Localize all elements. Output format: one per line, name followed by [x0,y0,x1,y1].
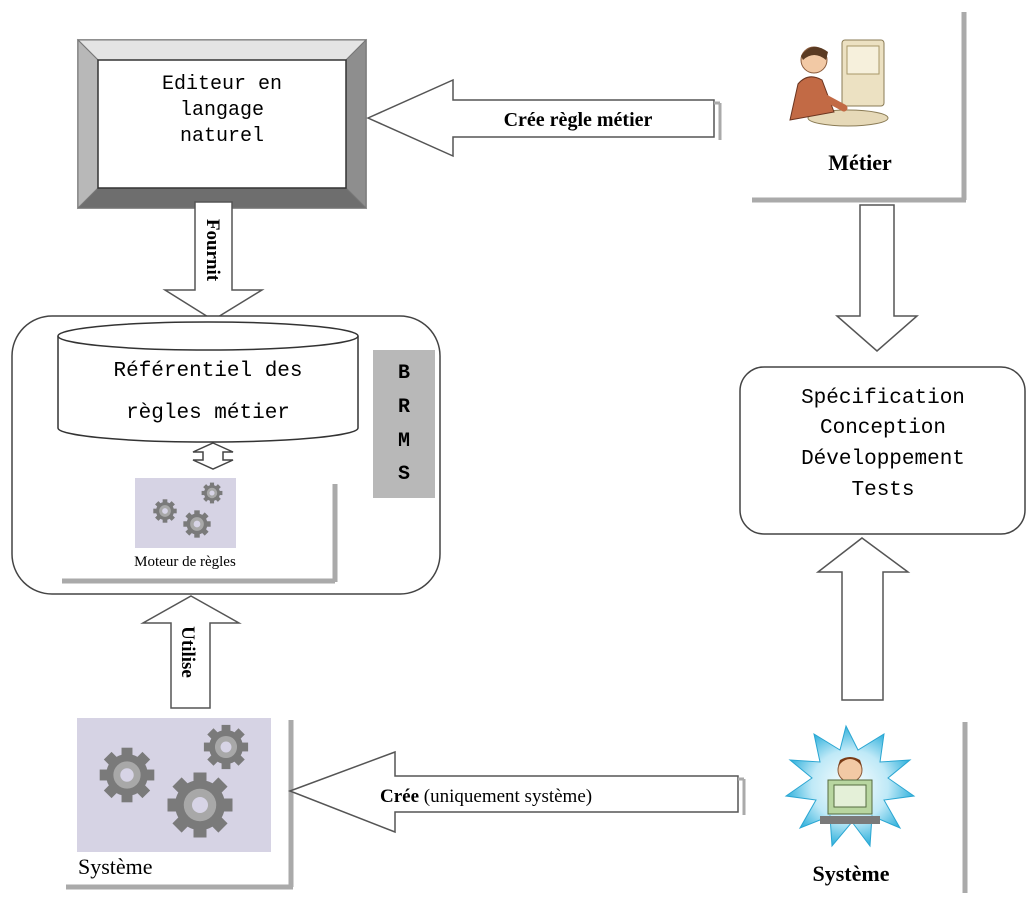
system-left-label: Système [78,854,153,879]
system-right-label: Système [813,861,890,886]
arrow-create-rule: Crée règle métier [366,78,722,158]
process-step-tests: Tests [851,479,914,502]
process-step-development: Développement [801,448,965,471]
arrow-creates-bold: Crée [380,786,419,807]
editor-title-line2: langage [180,99,264,122]
brms-label-panel [373,350,435,498]
developer-at-computer-icon [784,724,916,848]
rules-engine: Moteur de règles [134,478,236,570]
arrow-system-to-process [815,537,911,701]
system-right: Système [784,722,968,893]
business-label: Métier [828,150,892,175]
arrow-creates-system: Crée (uniquement système) [287,750,746,834]
system-left: Système [66,718,294,890]
editor-title-line3: naturel [180,125,264,148]
repository-line2: règles métier [126,402,290,425]
process-step-specification: Spécification [801,387,965,410]
editor-box: Editeur en langage naturel [76,38,368,210]
editor-title-line1: Editeur en [162,73,282,96]
brms-letter-r: R [398,396,410,419]
arrow-create-rule-label: Crée règle métier [504,109,653,131]
arrow-provides-label: Fournit [202,219,223,282]
business-actor: Métier [752,12,967,203]
process-step-conception: Conception [820,417,946,440]
development-process-box: Spécification Conception Développement T… [739,366,1026,535]
arrow-creates-system-label: Crée (uniquement système) [380,786,592,807]
brms-letter-m: M [398,430,410,453]
brms-letter-b: B [398,362,410,385]
arrow-uses-label: Utilise [177,626,198,678]
rules-repository: Référentiel des règles métier [57,321,359,443]
arrow-provides: Fournit [162,201,265,321]
arrow-uses: Utilise [140,595,242,709]
brms-letter-s: S [398,463,410,486]
arrow-business-to-process [835,204,919,352]
repository-engine-double-arrow [192,442,234,470]
arrow-creates-rest: (uniquement système) [419,786,592,807]
rules-engine-label: Moteur de règles [134,554,236,570]
business-person-at-computer-icon [789,39,889,127]
repository-line1: Référentiel des [113,360,302,383]
